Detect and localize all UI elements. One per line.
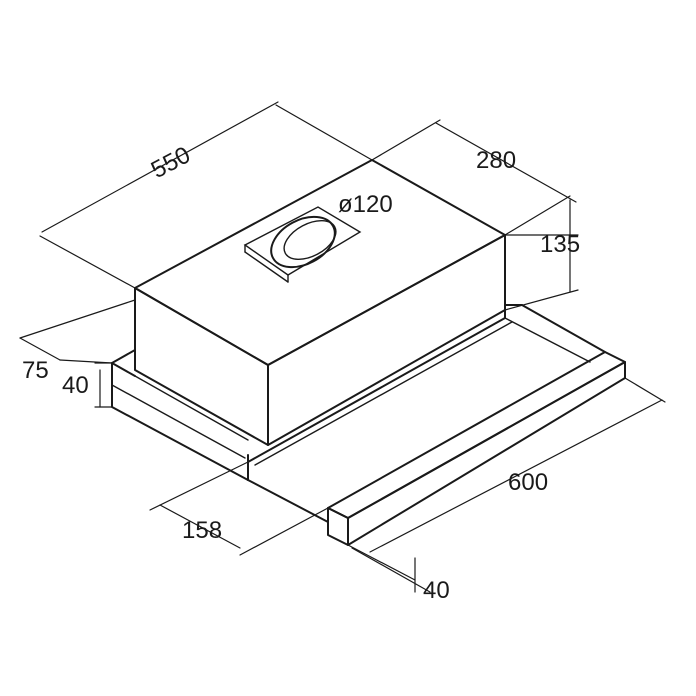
label-tray-height: 40 [62, 372, 89, 399]
front-bar-end-face [327, 507, 349, 546]
label-depth-top: 280 [476, 147, 516, 174]
label-overall-width: 600 [508, 469, 548, 496]
hood-upper-box [134, 159, 506, 446]
label-duct-diameter: ø120 [338, 191, 393, 218]
label-side-panel: 158 [182, 517, 222, 544]
duct-collar-ellipse [270, 215, 336, 269]
label-front-bar-depth: 40 [423, 577, 450, 604]
dimension-labels: 550 280 135 ø120 75 40 158 600 40 [22, 141, 580, 604]
dimension-lines [19, 101, 666, 593]
duct-inner-ellipse [283, 220, 337, 260]
front-pull-bar [327, 351, 626, 546]
duct-base-plate [243, 206, 362, 276]
upper-box-left-face [134, 287, 269, 446]
duct-outlet [243, 206, 362, 283]
upper-box-top-face [134, 159, 506, 366]
label-width-top: 550 [147, 141, 195, 184]
label-height-body: 135 [540, 231, 580, 258]
front-bar-top-face [327, 351, 626, 519]
label-front-offset: 75 [22, 357, 49, 384]
